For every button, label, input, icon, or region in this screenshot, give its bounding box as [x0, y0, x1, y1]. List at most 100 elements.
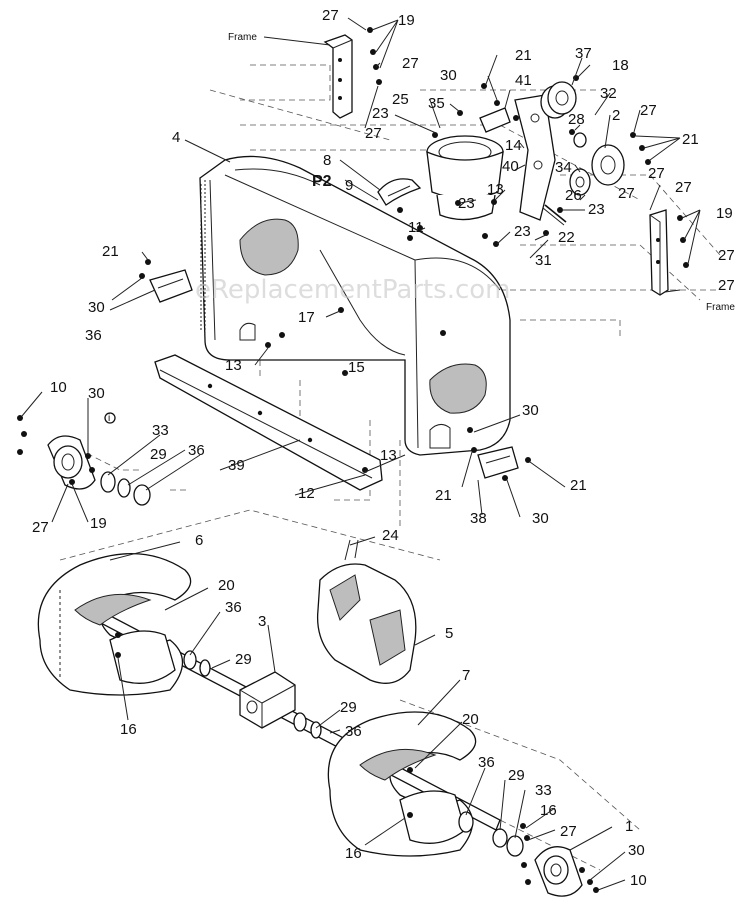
callout-38: 38 — [470, 510, 487, 527]
callout-30: 30 — [628, 842, 645, 859]
callout-27: 27 — [718, 277, 735, 294]
callout-29: 29 — [235, 651, 252, 668]
callout-26: 26 — [565, 187, 582, 204]
callout-22: 22 — [558, 229, 575, 246]
callout-36: 36 — [478, 754, 495, 771]
callout-25: 25 — [392, 91, 409, 108]
callout-36: 36 — [85, 327, 102, 344]
callout-23: 23 — [588, 201, 605, 218]
callout-30: 30 — [88, 299, 105, 316]
callout-19: 19 — [716, 205, 733, 222]
left-skid-shoe — [149, 269, 193, 303]
callout-27: 27 — [560, 823, 577, 840]
callout-27: 27 — [675, 179, 692, 196]
callout-21: 21 — [435, 487, 452, 504]
callout-36: 36 — [225, 599, 242, 616]
auger-housing — [199, 155, 511, 456]
callout-13: 13 — [380, 447, 397, 464]
callout-33: 33 — [535, 782, 552, 799]
callout-30: 30 — [522, 402, 539, 419]
callout-11: 11 — [408, 219, 424, 236]
callout-16: 16 — [540, 802, 557, 819]
pulley — [540, 81, 577, 119]
right-skid-shoe — [477, 446, 519, 479]
reference-marker-glyph: i — [108, 413, 110, 424]
callout-16: 16 — [345, 845, 362, 862]
callout-21: 21 — [515, 47, 532, 64]
housing-label: P2 — [312, 173, 332, 190]
callout-30: 30 — [440, 67, 457, 84]
chute-deflector-clip — [377, 178, 422, 206]
callout-7: 7 — [462, 667, 470, 684]
callout-27: 27 — [402, 55, 419, 72]
callout-labels: 27 19 27 27 21 30 41 37 18 32 2 27 21 35… — [32, 7, 735, 889]
callout-20: 20 — [218, 577, 235, 594]
chute-base-ring — [426, 135, 504, 221]
callout-32: 32 — [600, 85, 617, 102]
callout-29: 29 — [150, 446, 167, 463]
callout-1: 1 — [625, 818, 633, 835]
callout-16: 16 — [120, 721, 137, 738]
callout-27: 27 — [648, 165, 665, 182]
callout-29: 29 — [508, 767, 525, 784]
callout-24: 24 — [382, 527, 399, 544]
callout-10: 10 — [630, 872, 647, 889]
callout-14: 14 — [505, 137, 522, 154]
callout-15: 15 — [348, 359, 365, 376]
callout-27: 27 — [322, 7, 339, 24]
right-auger-end-parts — [458, 811, 583, 897]
callout-37: 37 — [575, 45, 592, 62]
callout-40: 40 — [502, 158, 519, 175]
callout-13: 13 — [487, 181, 504, 198]
callout-23: 23 — [514, 223, 531, 240]
left-auger-flighting — [37, 552, 192, 696]
bearing-flange-right — [569, 132, 625, 196]
callout-36: 36 — [188, 442, 205, 459]
left-frame-bracket — [323, 34, 353, 119]
callout-6: 6 — [195, 532, 203, 549]
callout-19: 19 — [398, 12, 415, 29]
callout-27: 27 — [618, 185, 635, 202]
callout-36: 36 — [345, 723, 362, 740]
callout-18: 18 — [612, 57, 629, 74]
callout-30: 30 — [88, 385, 105, 402]
callout-30: 30 — [532, 510, 549, 527]
reference-marker — [104, 412, 116, 424]
callout-21: 21 — [682, 131, 699, 148]
callout-41: 41 — [515, 72, 532, 89]
callout-17: 17 — [298, 309, 315, 326]
watermark-text: eReplacementParts.com — [195, 275, 511, 305]
callout-27: 27 — [365, 125, 382, 142]
callout-19: 19 — [90, 515, 107, 532]
callout-21: 21 — [570, 477, 587, 494]
callout-23: 23 — [372, 105, 389, 122]
assembly-guide-lines — [59, 64, 721, 871]
callout-5: 5 — [445, 625, 453, 642]
callout-35: 35 — [428, 95, 445, 112]
scraper-bar — [154, 354, 383, 491]
right-frame-bracket — [649, 209, 669, 296]
leader-lines — [21, 17, 701, 891]
frame-label-top: Frame — [228, 32, 257, 43]
right-auger-flighting — [327, 711, 477, 857]
callout-33: 33 — [152, 422, 169, 439]
callout-2: 2 — [612, 107, 620, 124]
callout-23: 23 — [458, 195, 475, 212]
callout-3: 3 — [258, 613, 266, 630]
callout-8: 8 — [323, 152, 331, 169]
callout-34: 34 — [555, 159, 572, 176]
callout-21: 21 — [102, 243, 119, 260]
callout-4: 4 — [172, 129, 180, 146]
bearing-flange-left — [47, 435, 151, 506]
callout-27: 27 — [718, 247, 735, 264]
frame-label-right: Frame — [706, 302, 735, 313]
callout-12: 12 — [298, 485, 315, 502]
callout-29: 29 — [340, 699, 357, 716]
callout-13: 13 — [225, 357, 242, 374]
callout-27: 27 — [32, 519, 49, 536]
impeller-fan — [316, 539, 417, 684]
callout-31: 31 — [535, 252, 552, 269]
callout-39: 39 — [228, 457, 245, 474]
callout-28: 28 — [568, 111, 585, 128]
